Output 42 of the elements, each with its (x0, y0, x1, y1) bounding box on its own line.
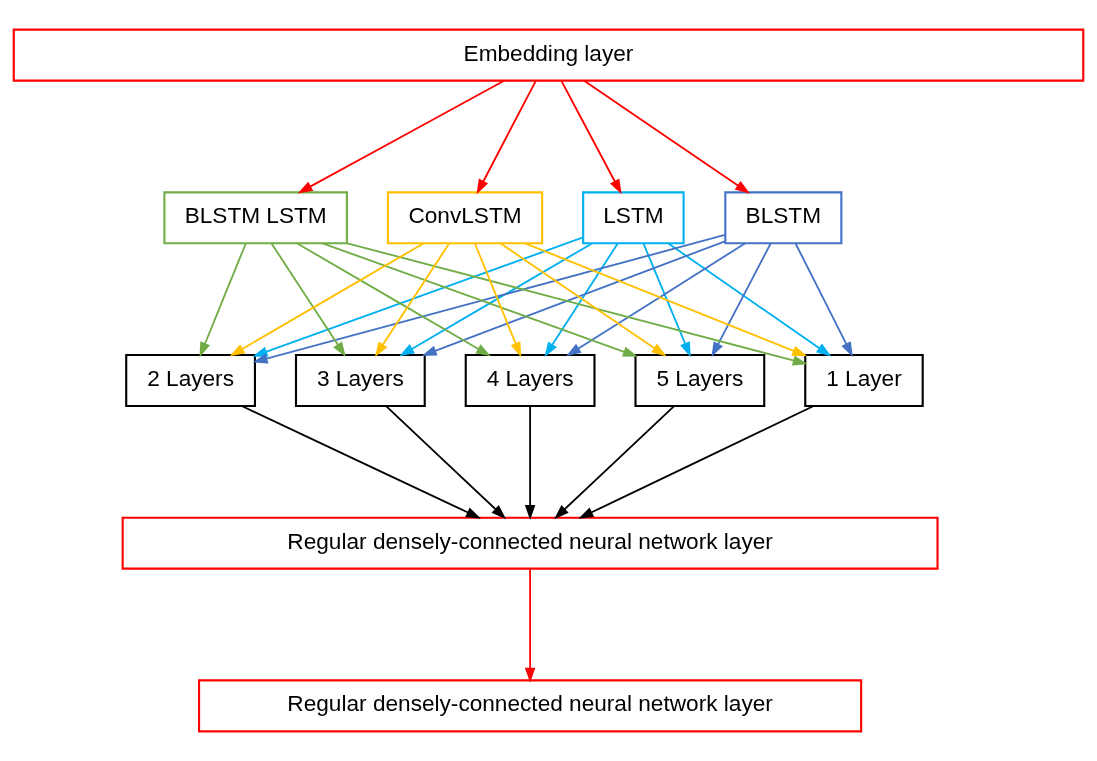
arrow (560, 79, 622, 195)
arrow (270, 242, 346, 357)
node-box: 5 Layers (634, 354, 766, 407)
node-box: 2 Layers (125, 354, 256, 407)
arrow (421, 240, 726, 356)
arrow (544, 242, 619, 357)
node-box: 1 Layer (804, 354, 924, 407)
node-box: 3 Layers (294, 354, 426, 407)
node-box: Regular densely-connected neural network layer (198, 679, 863, 733)
arrow (229, 242, 425, 357)
arrow (374, 242, 451, 357)
arrow (385, 405, 507, 520)
arrow (524, 567, 536, 683)
node-box: Embedding layer (12, 28, 1085, 82)
arrow (474, 242, 522, 358)
arrow (240, 405, 482, 519)
arrow (524, 242, 808, 357)
arrow (252, 234, 726, 364)
node-box: LSTM (582, 191, 685, 245)
arrow (296, 242, 491, 357)
arrow (554, 405, 675, 520)
arrow (476, 79, 537, 195)
node-box: BLSTM (724, 191, 843, 245)
arrow (642, 242, 691, 358)
arrow (524, 405, 536, 521)
node-box: 4 Layers (464, 354, 596, 407)
arrow (499, 242, 667, 357)
arrow (346, 242, 808, 366)
arrow (566, 242, 746, 357)
node-box: Regular densely-connected neural network layer (121, 516, 939, 570)
arrow (583, 79, 751, 194)
node-box: BLSTM LSTM (163, 191, 348, 245)
arrow (711, 242, 772, 358)
arrow (252, 236, 584, 357)
arrow (667, 242, 832, 357)
arrow (321, 242, 638, 357)
node-box: ConvLSTM (386, 191, 544, 245)
arrow (578, 405, 815, 519)
arrow (297, 79, 505, 194)
arrow (399, 242, 593, 357)
arrow (794, 242, 853, 358)
arrow (199, 242, 247, 358)
